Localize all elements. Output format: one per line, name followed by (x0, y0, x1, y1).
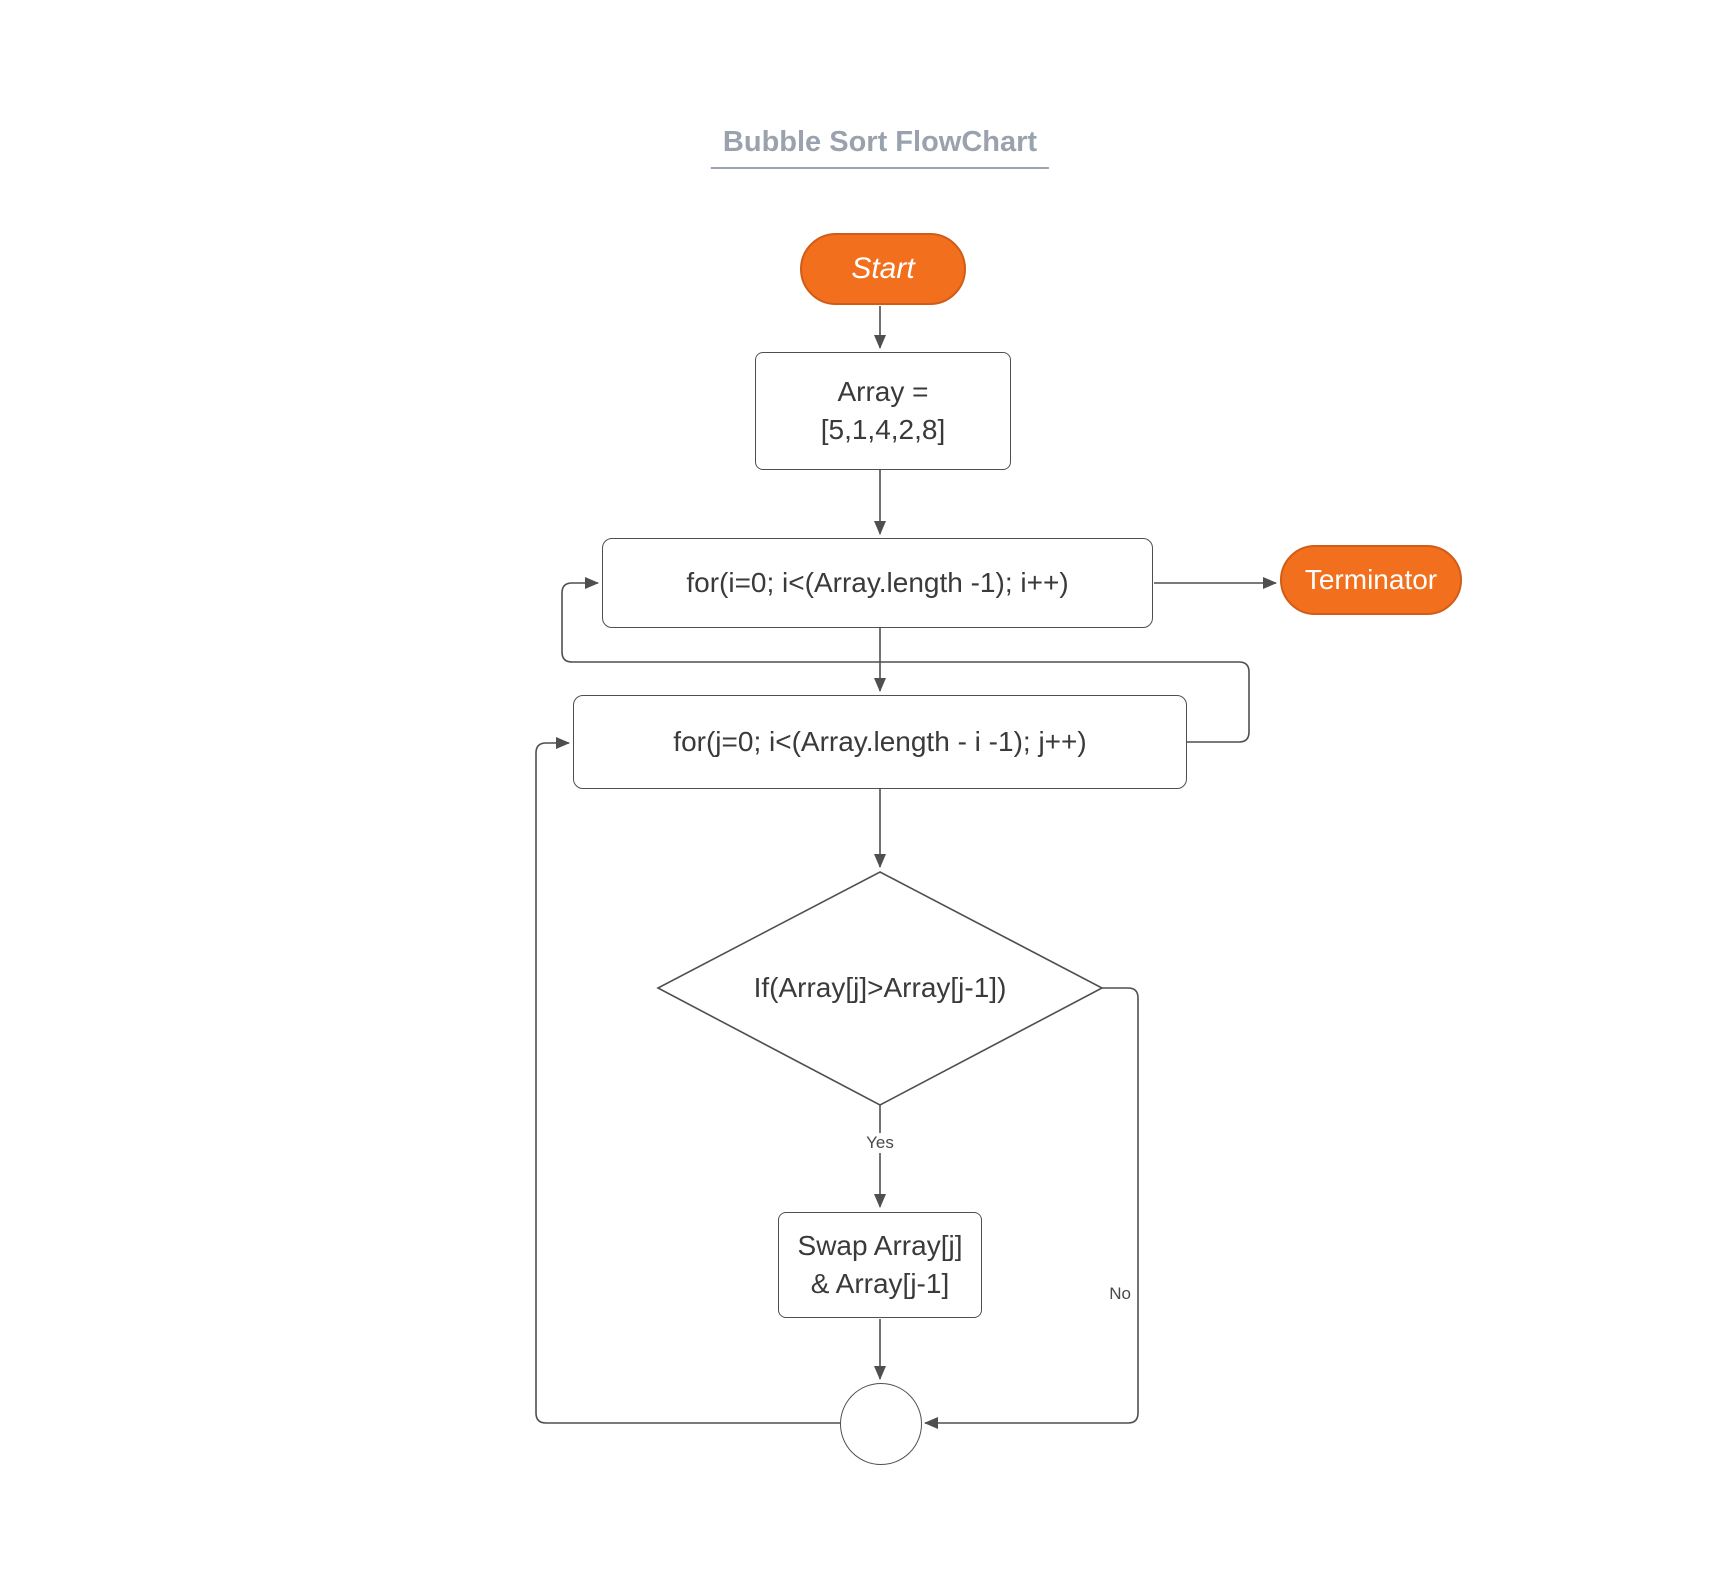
edge-connector-loopback-to-for-j (535, 737, 840, 1424)
swap-node[interactable]: Swap Array[j] & Array[j-1] (778, 1212, 982, 1318)
yes-edge-label: Yes (863, 1133, 897, 1153)
edge-condition-no-to-connector (924, 987, 1139, 1429)
inner-for-loop-node[interactable]: for(j=0; i<(Array.length - i -1); j++) (573, 695, 1187, 789)
condition-diamond-label[interactable]: If(Array[j]>Array[j-1]) (753, 972, 1007, 1004)
no-edge-label: No (1106, 1284, 1134, 1304)
start-node[interactable]: Start (800, 233, 966, 305)
junction-connector-circle[interactable] (840, 1383, 922, 1465)
outer-for-loop-node[interactable]: for(i=0; i<(Array.length -1); i++) (602, 538, 1153, 628)
array-init-node[interactable]: Array = [5,1,4,2,8] (755, 352, 1011, 470)
terminator-node[interactable]: Terminator (1280, 545, 1462, 615)
diagram-title: Bubble Sort FlowChart (710, 126, 1050, 169)
